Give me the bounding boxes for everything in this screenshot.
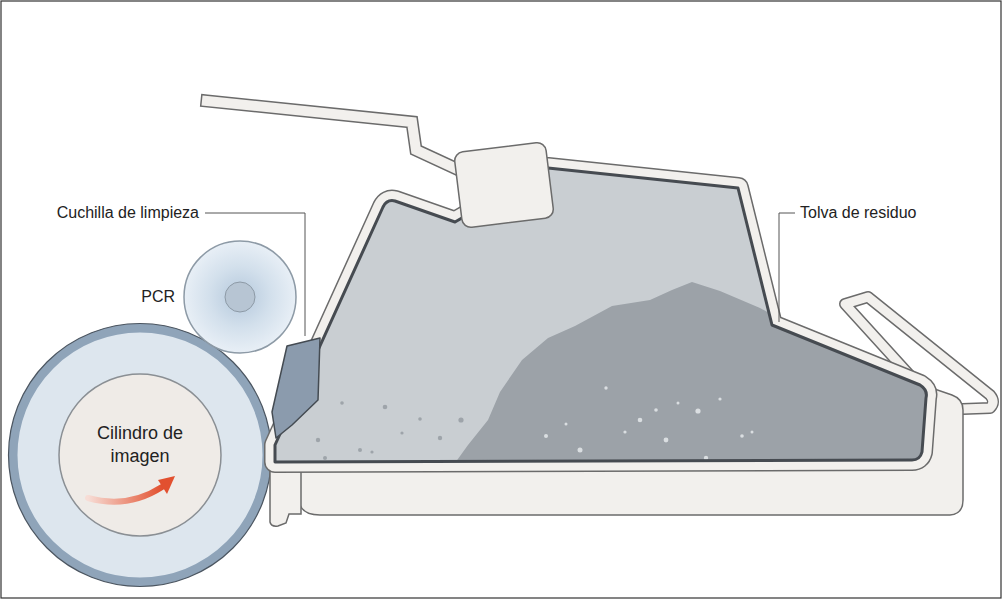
hopper-outline (275, 168, 926, 462)
rotation-arrow (88, 487, 162, 502)
toner-particle (370, 450, 373, 453)
toner-particle (718, 397, 721, 400)
toner-particle (544, 434, 548, 438)
toner-particle (458, 417, 463, 422)
toner-particle (418, 417, 422, 421)
toner-particle (578, 448, 583, 453)
drum-outer-ring (13, 328, 267, 582)
arm-outline (207, 101, 470, 175)
drum-outline (9, 324, 272, 587)
toner-particle (751, 431, 754, 434)
toner-particle (340, 401, 344, 405)
toner-particle (383, 405, 388, 410)
part-label: PCR (139, 288, 177, 306)
toner-particle (635, 464, 638, 467)
waste-toner-pile (450, 282, 945, 470)
toner-particle (400, 431, 403, 434)
callout-label: Tolva de residuo (798, 204, 919, 222)
image-drum: Cilindro de imagen (58, 373, 222, 537)
pcr-roller: PCR (183, 240, 297, 354)
part-label: Cilindro de imagen (92, 422, 188, 469)
toner-particles (316, 386, 784, 469)
pcr-shaft (225, 282, 255, 312)
toner-particle (623, 430, 626, 433)
callout-label: Cuchilla de limpieza (55, 204, 201, 222)
toner-particle (316, 438, 320, 442)
pcr-circle (184, 241, 296, 353)
rotation-arrowhead (158, 476, 175, 494)
toner-particle (438, 436, 442, 440)
toner-particle (604, 386, 607, 389)
toner-particle (677, 402, 680, 405)
drum-core (59, 374, 221, 536)
toner-particle (323, 456, 327, 460)
toner-particle (654, 408, 658, 412)
toner-particle (664, 438, 669, 443)
arm (207, 101, 470, 175)
toner-particle (695, 408, 700, 413)
toner-particle (358, 448, 362, 452)
toner-particle (409, 467, 412, 470)
seal-block (454, 142, 555, 229)
cleaning-blade (272, 338, 320, 438)
leader-line (779, 213, 795, 322)
toner-particle (740, 434, 744, 438)
toner-particle (565, 423, 568, 426)
toner-particle (638, 418, 643, 423)
node-outline (183, 240, 297, 354)
